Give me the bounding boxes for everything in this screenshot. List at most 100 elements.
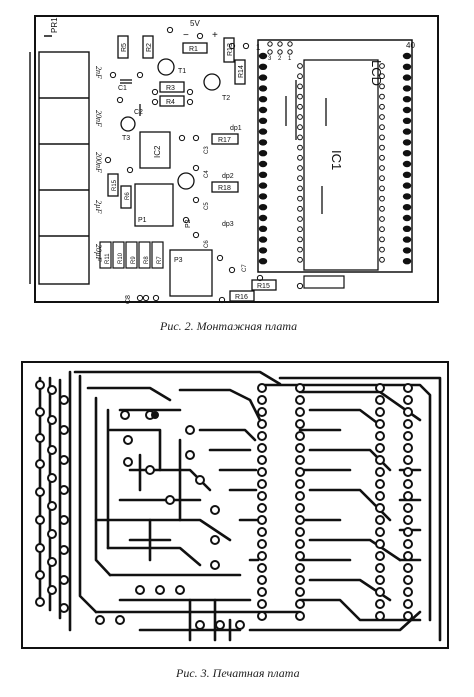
pcb-pad — [375, 575, 385, 585]
lcd-pad — [258, 225, 268, 232]
svg-text:R18: R18 — [218, 185, 231, 192]
pcb-pad — [295, 551, 305, 561]
ic1-pad — [379, 134, 385, 141]
lcd-pad — [258, 247, 268, 254]
ic1-pad — [379, 246, 385, 253]
pcb-trace — [78, 374, 98, 614]
lcd-pad — [402, 150, 412, 157]
pcb-pad — [257, 395, 267, 405]
pcb-trace — [308, 408, 382, 427]
supply-label: 5V — [190, 19, 200, 28]
svg-text:P3: P3 — [174, 257, 183, 264]
pcb-pad — [257, 515, 267, 525]
pcb-pad — [35, 407, 45, 417]
pcb-pad — [59, 425, 69, 435]
pcb-pad — [295, 395, 305, 405]
pcb-pad — [257, 563, 267, 573]
svg-text:P1: P1 — [138, 217, 147, 224]
resistor-r1: R1 — [182, 42, 208, 54]
pcb-pad — [375, 479, 385, 489]
svg-text:C1: C1 — [118, 85, 127, 92]
pcb-pad — [210, 505, 220, 515]
lcd-pad — [402, 225, 412, 232]
pcb-trace — [178, 388, 262, 422]
pcb-pad — [403, 431, 413, 441]
ic1-pad — [297, 256, 303, 263]
pcb-pad — [59, 603, 69, 613]
lcd-pad — [258, 258, 268, 265]
pcb-pad — [185, 425, 195, 435]
ic1-pad — [297, 246, 303, 253]
ic1-pad — [297, 93, 303, 100]
transistor-t2: T2 — [203, 73, 230, 102]
ic1-pad — [297, 195, 303, 202]
pcb-pad — [215, 620, 225, 630]
pcb-pad — [403, 443, 413, 453]
lcd-pad — [258, 63, 268, 70]
pcb-pad — [135, 585, 145, 595]
pcb-pad — [35, 597, 45, 607]
component-pad — [242, 42, 250, 50]
pcb-pad — [59, 395, 69, 405]
lcd-pad — [258, 160, 268, 168]
pcb-pad — [295, 491, 305, 501]
pcb-pad — [257, 599, 267, 609]
ic1-pad — [297, 124, 303, 131]
lcd-pad — [402, 247, 412, 254]
lcd-pad — [402, 182, 412, 189]
pcb-pad — [295, 539, 305, 549]
ic1-pad — [379, 256, 385, 263]
pcb-pad — [257, 431, 267, 441]
pcb-pad — [123, 457, 133, 467]
pcb-trace — [128, 468, 212, 492]
capacitor-c6: C6 — [204, 240, 210, 248]
component-pad — [218, 296, 226, 304]
pcb-pad — [295, 575, 305, 585]
pcb-pad — [375, 599, 385, 609]
pcb-pad — [375, 515, 385, 525]
pcb-pad — [375, 539, 385, 549]
component-pad — [186, 98, 194, 106]
pcb-pad — [403, 563, 413, 573]
ic1-pad — [379, 93, 385, 100]
pcb-pad — [295, 455, 305, 465]
pcb-pad — [403, 455, 413, 465]
pcb-pad — [295, 503, 305, 513]
pcb-pad — [59, 575, 69, 585]
pcb-pad — [35, 543, 45, 553]
pcb-pad — [375, 431, 385, 441]
component-pad — [228, 42, 236, 50]
pcb-trace — [308, 488, 392, 522]
ic1-pad — [379, 73, 385, 80]
svg-text:R4: R4 — [166, 99, 175, 106]
jumper-label-3: 3 — [268, 56, 272, 62]
lcd-pad — [402, 193, 412, 200]
lcd-pad — [258, 128, 268, 135]
capacitor-c3: C3 — [204, 146, 210, 154]
lcd-pad — [258, 96, 268, 103]
ic1-pad — [379, 236, 385, 243]
ic1-pad — [379, 205, 385, 212]
pcb-pad — [403, 503, 413, 513]
pcb-trace — [73, 370, 282, 386]
ic1-pad — [297, 103, 303, 110]
pcb-pad — [295, 443, 305, 453]
lcd-pad — [258, 182, 268, 189]
ic1-pad — [297, 185, 303, 192]
pcb-pad — [403, 383, 413, 393]
pcb-pad — [35, 515, 45, 525]
svg-text:IC2: IC2 — [153, 145, 162, 158]
lcd-pin40-label: 40 — [406, 41, 415, 50]
pcb-pad — [375, 503, 385, 513]
capacitor-c2: C2 — [134, 104, 143, 116]
ic1-pad — [297, 236, 303, 243]
ic1-pad — [297, 144, 303, 151]
pcb-pad — [403, 491, 413, 501]
component-pad — [109, 71, 117, 79]
component-pads — [104, 26, 327, 304]
pcb-pad — [47, 529, 57, 539]
svg-text:R7: R7 — [157, 256, 163, 264]
pcb-pad — [295, 599, 305, 609]
resistor-r18: R18 — [211, 181, 239, 193]
pcb-trace — [308, 538, 402, 562]
